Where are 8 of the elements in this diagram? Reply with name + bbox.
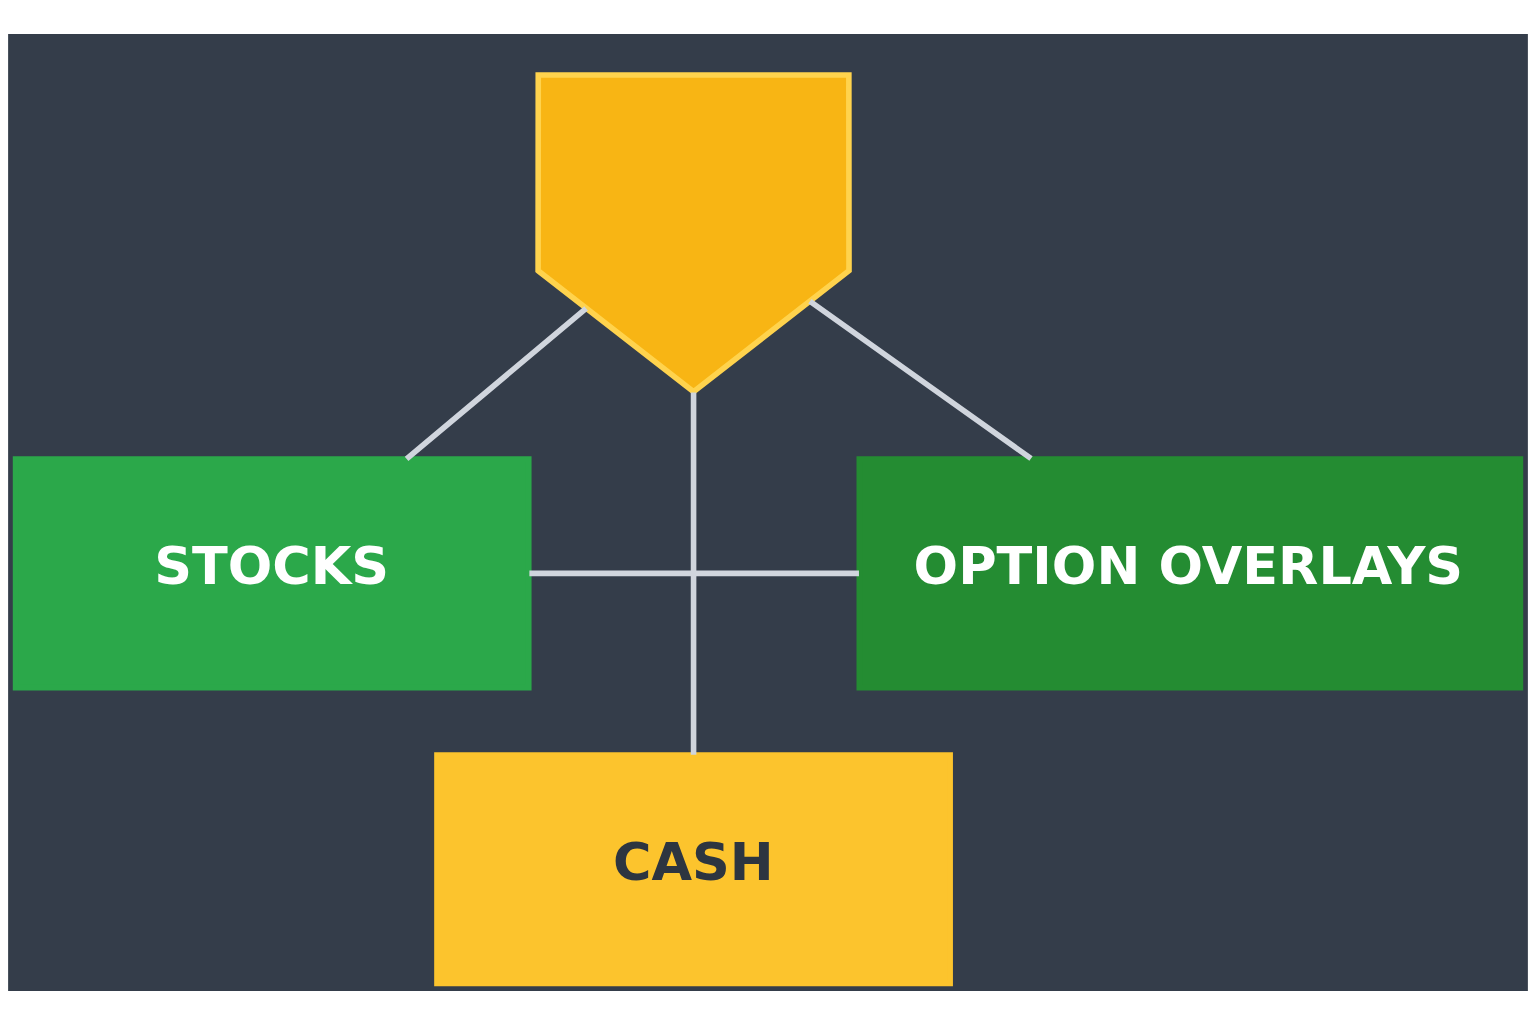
node-shield (535, 71, 852, 395)
connector (808, 298, 1033, 461)
node-box: OPTION OVERLAYS (856, 455, 1524, 690)
node-box: CASH (434, 751, 953, 986)
connector (690, 391, 697, 755)
connector (404, 305, 588, 461)
node-box: STOCKS (12, 455, 532, 690)
connector (529, 570, 859, 576)
